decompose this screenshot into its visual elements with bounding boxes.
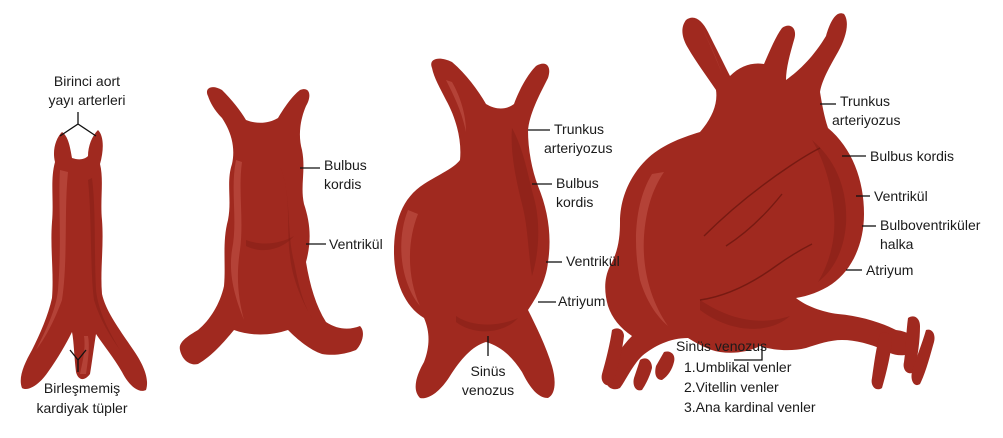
- unfused-tubes-label-line2: kardiyak tüpler: [36, 400, 127, 416]
- stage-2-annotations: Bulbus kordis Ventrikül: [300, 157, 383, 252]
- stage-2-heart: [180, 87, 363, 364]
- truncus-label-s4-line1: Trunkus: [840, 93, 890, 109]
- truncus-label-s3-line2: arteriyozus: [544, 140, 612, 156]
- bulbus-label-s2-line1: Bulbus: [324, 157, 367, 173]
- ring-label-s4-line1: Bulboventriküler: [880, 217, 981, 233]
- aortic-arches-label-line1: Birinci aort: [54, 73, 120, 89]
- sinus-label-s4: Sinüs venozus: [676, 338, 767, 354]
- vein-label-3: 3.Ana kardinal venler: [684, 399, 816, 415]
- bulbus-label-s3-line2: kordis: [556, 194, 593, 210]
- truncus-label-s4-line2: arteriyozus: [832, 112, 900, 128]
- vein-label-2: 2.Vitellin venler: [684, 379, 779, 395]
- stage-3-heart: [394, 59, 555, 399]
- aortic-arches-leader: [60, 112, 96, 136]
- atrium-label-s4: Atriyum: [866, 262, 913, 278]
- aortic-arches-label-line2: yayı arterleri: [48, 92, 125, 108]
- ventricle-label-s4: Ventrikül: [874, 188, 928, 204]
- atrium-label-s3: Atriyum: [558, 293, 605, 309]
- bulbus-label-s4: Bulbus kordis: [870, 148, 954, 164]
- vein-label-1: 1.Umblikal venler: [684, 359, 792, 375]
- ventricle-label-s3: Ventrikül: [566, 253, 620, 269]
- sinus-label-s3-line1: Sinüs: [470, 363, 505, 379]
- ventricle-label-s2: Ventrikül: [329, 236, 383, 252]
- ring-label-s4-line2: halka: [880, 236, 914, 252]
- unfused-tubes-label-line1: Birleşmemiş: [44, 380, 120, 396]
- sinus-label-s3-line2: venozus: [462, 382, 514, 398]
- bulbus-label-s3-line1: Bulbus: [556, 175, 599, 191]
- bulbus-label-s2-line2: kordis: [324, 176, 361, 192]
- truncus-label-s3-line1: Trunkus: [554, 121, 604, 137]
